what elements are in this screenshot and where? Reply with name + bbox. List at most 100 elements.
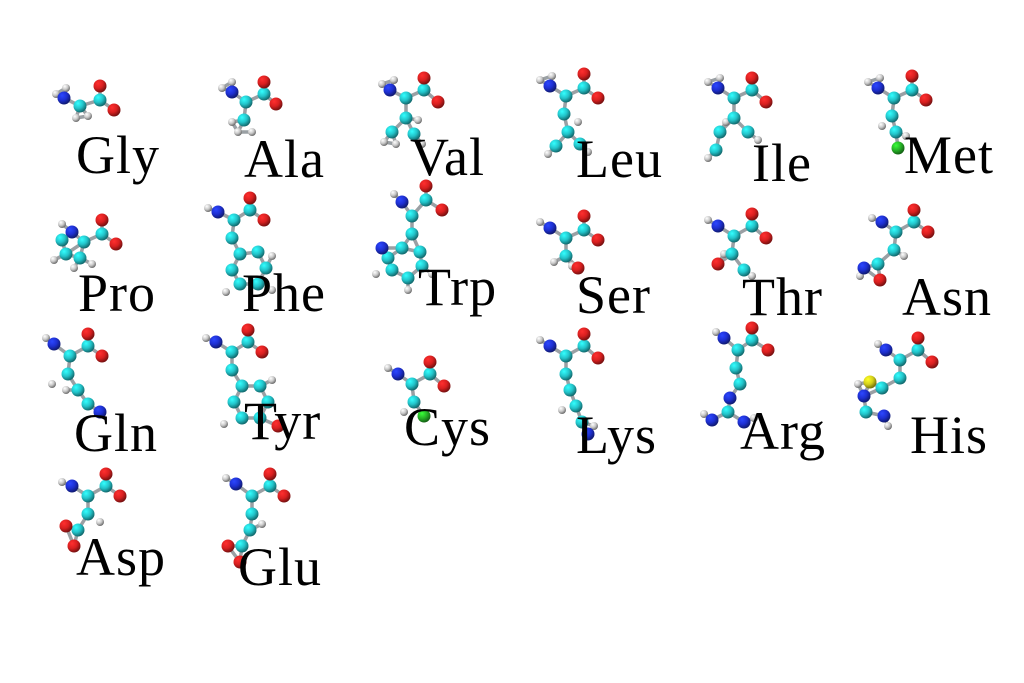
hydrogen-atom [228, 78, 236, 86]
label-glu: Glu [238, 537, 322, 597]
molecule-his: His [0, 0, 987, 462]
carbon-atom [733, 377, 747, 391]
molecule-model-asn [856, 203, 935, 287]
hydrogen-atom [390, 76, 398, 84]
carbon-atom [727, 91, 741, 105]
oxygen-atom [431, 95, 445, 109]
nitrogen-atom [581, 427, 595, 441]
carbon-atom [225, 345, 239, 359]
hydrogen-atom [248, 128, 256, 136]
carbon-atom [709, 143, 723, 157]
carbon-atom [559, 349, 573, 363]
carbon-atom [575, 415, 589, 429]
molecule-model-phe [204, 191, 276, 296]
label-arg: Arg [740, 401, 827, 461]
carbon-atom [405, 209, 419, 223]
hydrogen-atom [704, 154, 712, 162]
carbon-atom [245, 489, 259, 503]
nitrogen-atom [57, 91, 71, 105]
molecule-ala: Ala [0, 0, 324, 186]
carbon-atom [225, 231, 239, 245]
molecule-model-tyr [202, 323, 285, 433]
oxygen-atom [591, 351, 605, 365]
oxygen-atom [919, 93, 933, 107]
oxygen-atom [221, 539, 235, 553]
carbon-atom [889, 125, 903, 139]
hydrogen-atom [62, 386, 70, 394]
oxygen-atom [905, 69, 919, 83]
oxygen-atom [277, 489, 291, 503]
carbon-atom [417, 83, 431, 97]
nitrogen-atom [395, 195, 409, 209]
hydrogen-atom [418, 140, 426, 148]
carbon-atom [577, 339, 591, 353]
carbon-atom [745, 333, 759, 347]
oxygen-atom [711, 257, 725, 271]
molecule-gly: Gly [0, 0, 170, 182]
oxygen-atom [591, 233, 605, 247]
carbon-atom [401, 271, 415, 285]
carbon-atom [93, 93, 107, 107]
carbon-atom [569, 399, 583, 413]
label-lys: Lys [576, 405, 658, 465]
hydrogen-atom [874, 340, 882, 348]
carbon-atom [71, 523, 85, 537]
oxygen-atom [921, 225, 935, 239]
carbon-atom [559, 89, 573, 103]
nitrogen-atom [711, 81, 725, 95]
molecule-asn: Asn [0, 0, 991, 324]
oxygen-atom [435, 203, 449, 217]
label-val: Val [410, 127, 485, 187]
carbon-atom [423, 367, 437, 381]
nitrogen-atom [857, 261, 871, 275]
hydrogen-atom [222, 288, 230, 296]
carbon-atom [253, 379, 267, 393]
molecule-model-ile [704, 71, 773, 162]
carbon-atom [889, 225, 903, 239]
molecule-ser: Ser [0, 0, 650, 322]
molecule-val: Val [0, 0, 484, 184]
carbon-atom [741, 125, 755, 139]
molecule-model-his [854, 331, 939, 430]
molecule-model-val [378, 71, 445, 148]
carbon-atom [81, 397, 95, 411]
hydrogen-atom [536, 218, 544, 226]
hydrogen-atom [268, 286, 276, 294]
hydrogen-atom [414, 116, 422, 124]
oxygen-atom [571, 261, 585, 275]
carbon-atom [99, 479, 113, 493]
oxygen-atom [113, 489, 127, 503]
label-his: His [910, 405, 989, 465]
nitrogen-atom [871, 81, 885, 95]
oxygen-atom [745, 207, 759, 221]
hydrogen-atom [748, 272, 756, 280]
molecule-model-glu [221, 467, 291, 569]
carbon-atom [399, 111, 413, 125]
carbon-atom [243, 523, 257, 537]
molecule-phe: Phe [0, 0, 325, 320]
label-thr: Thr [742, 267, 823, 327]
molecule-model-met [864, 69, 933, 155]
label-met: Met [904, 125, 994, 185]
carbon-atom [905, 83, 919, 97]
carbon-atom [559, 231, 573, 245]
oxygen-atom [911, 331, 925, 345]
nitrogen-atom [717, 331, 731, 345]
molecule-met: Met [0, 0, 993, 182]
oxygen-atom [95, 213, 109, 227]
carbon-atom [407, 127, 421, 141]
label-gln: Gln [74, 403, 158, 463]
nitrogen-atom [209, 335, 223, 349]
carbon-atom [573, 137, 587, 151]
nitrogen-atom [711, 219, 725, 233]
oxygen-atom [925, 355, 939, 369]
carbon-atom [73, 251, 87, 265]
oxygen-atom [423, 355, 437, 369]
hydrogen-atom [854, 380, 862, 388]
oxygen-atom [437, 379, 451, 393]
hydrogen-atom [584, 148, 592, 156]
nitrogen-atom [65, 225, 79, 239]
molecule-gln: Gln [0, 0, 170, 460]
carbon-atom [885, 109, 899, 123]
